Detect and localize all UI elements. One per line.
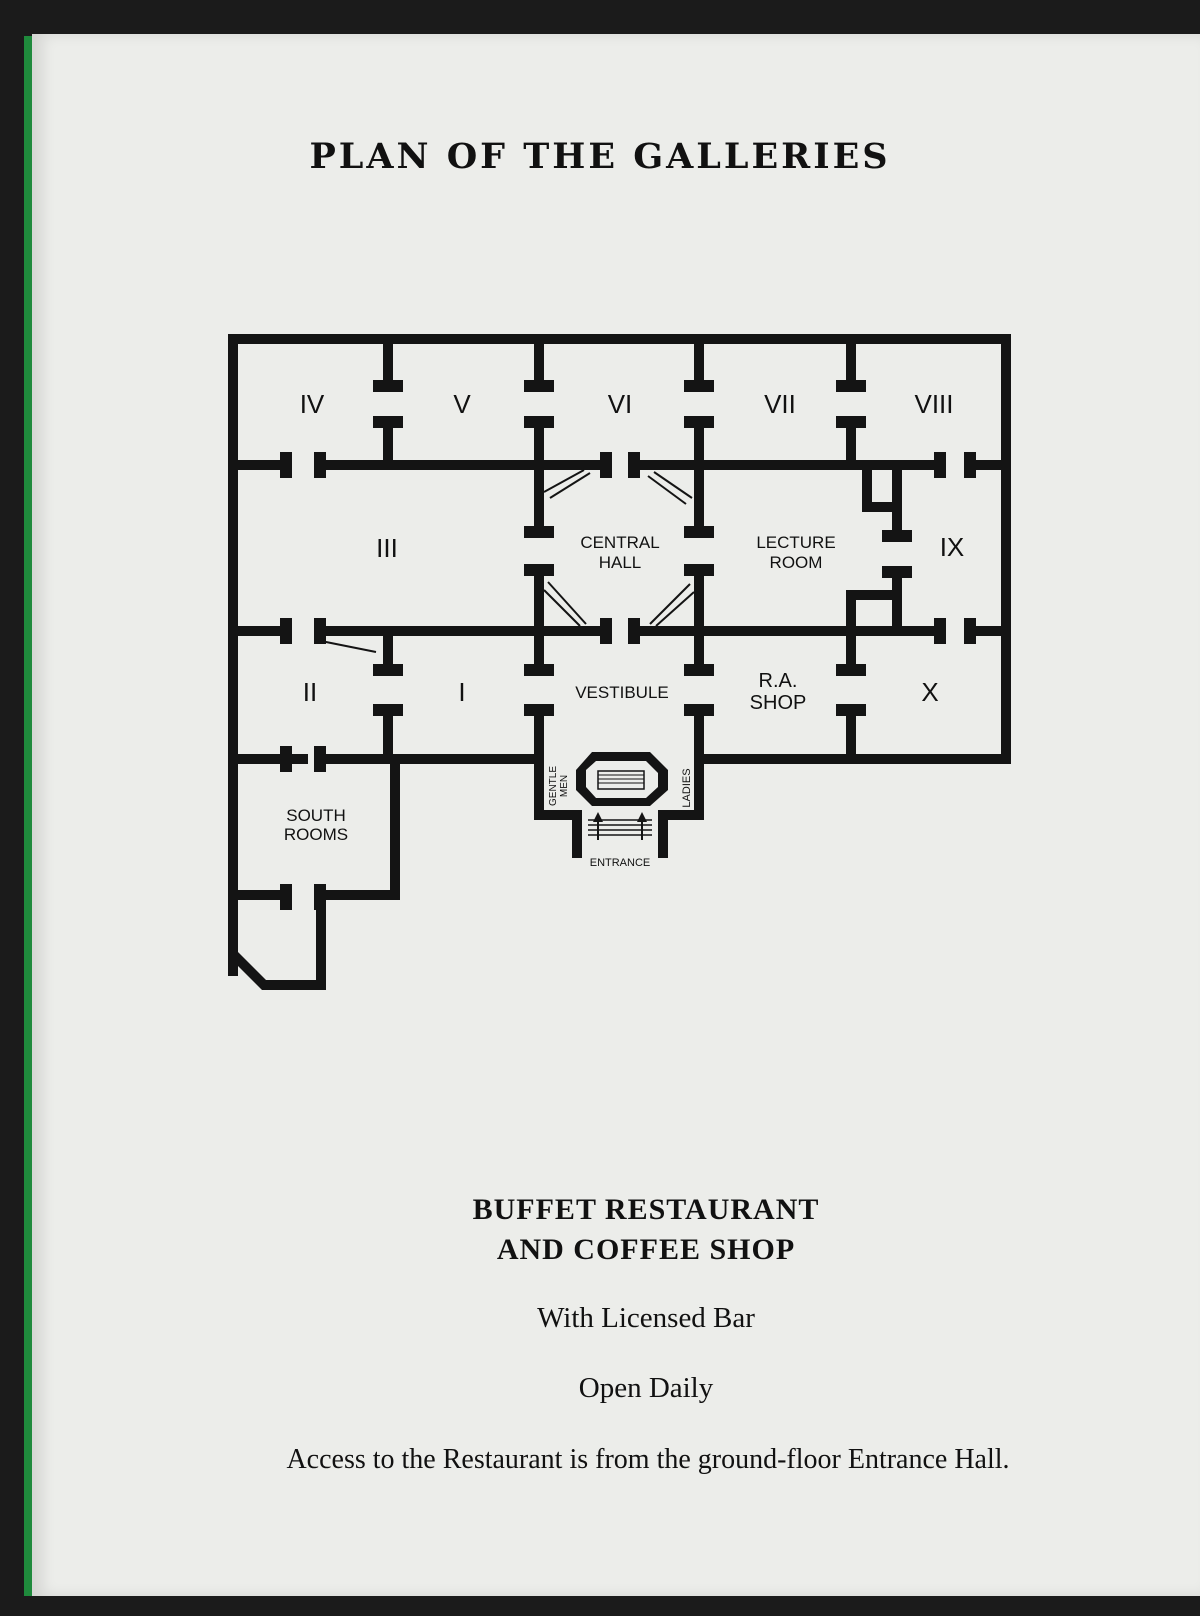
room-label-vii: VII — [764, 389, 796, 419]
room-label-ii: II — [303, 677, 317, 707]
room-label-x: X — [921, 677, 938, 707]
room-label-v: V — [453, 389, 471, 419]
room-label-ladies: LADIES — [681, 768, 693, 807]
room-label-south-rooms-1: SOUTH — [286, 806, 346, 825]
room-label-south-rooms-2: ROOMS — [284, 825, 348, 844]
room-label-gentlemen-1: GENTLE — [548, 766, 559, 806]
plan-walls — [228, 334, 1011, 990]
restaurant-heading-line2: AND COFFEE SHOP — [496, 1233, 796, 1266]
room-label-lecture-room-1: LECTURE — [756, 533, 835, 552]
access-note: Access to the Restaurant is from the gro… — [286, 1444, 1010, 1475]
room-label-iv: IV — [300, 389, 325, 419]
room-label-gentlemen-2: MEN — [559, 775, 570, 797]
room-label-viii: VIII — [914, 389, 953, 419]
room-label-vestibule: VESTIBULE — [575, 683, 669, 702]
room-label-vi: VI — [608, 389, 633, 419]
room-label-lecture-room-2: ROOM — [770, 553, 823, 572]
plan-details — [315, 469, 695, 886]
page — [32, 34, 1200, 1596]
licensed-bar-text: With Licensed Bar — [537, 1302, 755, 1334]
plan-arrows — [593, 812, 647, 822]
room-label-iii: III — [376, 533, 398, 563]
page-title: PLAN OF THE GALLERIES — [309, 136, 891, 177]
open-daily-text: Open Daily — [578, 1372, 714, 1404]
room-label-i: I — [458, 677, 465, 707]
room-label-central-hall-1: CENTRAL — [580, 533, 659, 552]
room-label-ra-shop-1: R.A. — [759, 670, 798, 692]
room-label-central-hall-2: HALL — [599, 553, 642, 572]
restaurant-heading-line1: BUFFET RESTAURANT — [472, 1193, 820, 1226]
room-labels: IV V VI VII VIII III IX II I X CENTRAL H… — [284, 389, 964, 869]
restaurant-heading: BUFFET RESTAURANT AND COFFEE SHOP — [0, 1190, 1200, 1270]
room-label-ra-shop-2: SHOP — [750, 692, 807, 714]
room-label-entrance: ENTRANCE — [590, 857, 651, 869]
room-label-ix: IX — [940, 532, 965, 562]
